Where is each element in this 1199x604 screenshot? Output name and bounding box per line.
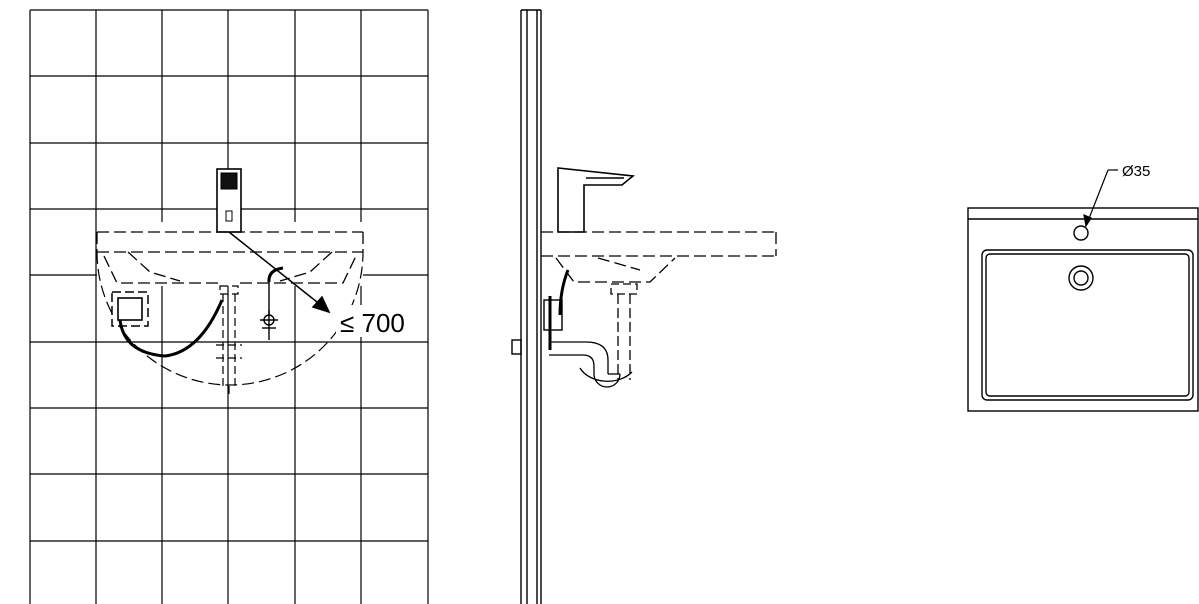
reach-dimension-label: ≤ 700 bbox=[340, 308, 405, 338]
sensor-cable bbox=[118, 299, 224, 358]
hole-diameter-leader bbox=[1083, 169, 1118, 228]
tap-hole bbox=[1073, 225, 1089, 241]
reach-dimension-line bbox=[228, 231, 331, 314]
hole-diameter-label: Ø35 bbox=[1122, 163, 1150, 180]
hose-side bbox=[558, 269, 570, 316]
basin-front bbox=[96, 231, 364, 284]
control-box bbox=[111, 291, 149, 327]
front-view: ≤ 700 bbox=[29, 9, 429, 604]
supply-hose bbox=[267, 266, 284, 283]
dimension-label-bg bbox=[336, 305, 416, 337]
faucet-side bbox=[557, 167, 635, 233]
reach-arc bbox=[96, 251, 364, 386]
waste-pipe-front bbox=[216, 285, 242, 396]
top-view: Ø35 bbox=[967, 163, 1199, 412]
basin-top bbox=[967, 207, 1199, 412]
wall-section bbox=[511, 9, 542, 604]
basin-side bbox=[541, 231, 777, 283]
valve-side bbox=[543, 296, 563, 350]
drain-trap bbox=[549, 283, 638, 388]
side-view bbox=[511, 9, 777, 604]
faucet-front bbox=[216, 168, 242, 233]
angle-valve bbox=[260, 282, 278, 340]
